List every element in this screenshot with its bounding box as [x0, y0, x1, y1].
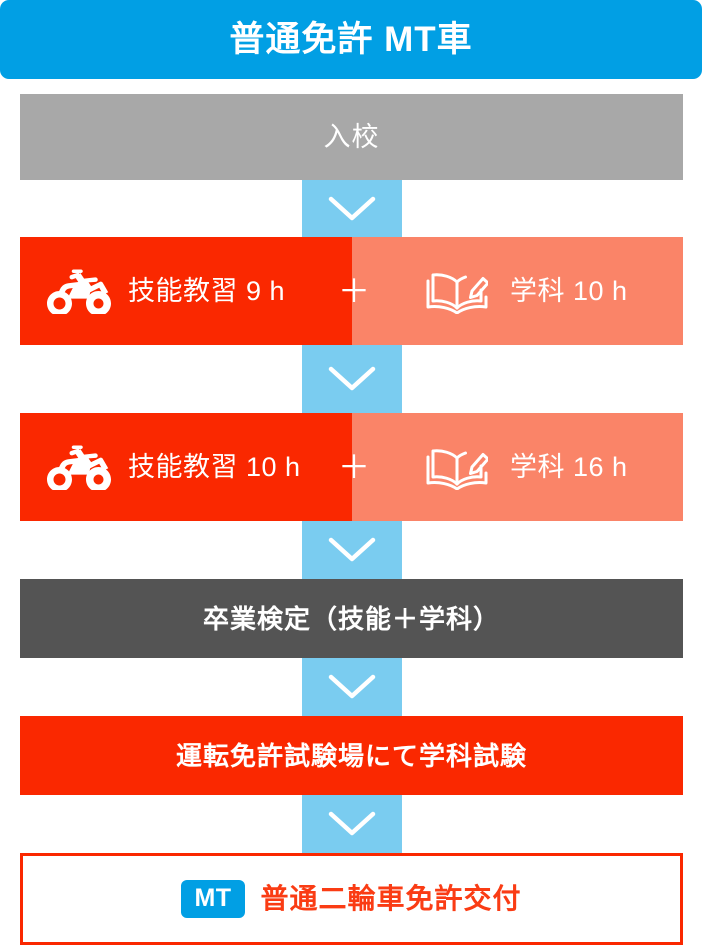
flowchart-header: 普通免許 MT車 [0, 0, 702, 79]
connector-arrow-5 [302, 795, 402, 853]
chevron-down-icon [328, 366, 376, 392]
lesson-stage-1-practical: 技能教習 9 h ＋ [20, 237, 370, 345]
lesson-stage-2-practical-label: 技能教習 10 h [128, 451, 301, 482]
lesson-stage-2-classroom: 学科 16 h [352, 413, 683, 521]
chevron-down-icon [328, 537, 376, 563]
page-title: 普通免許 MT車 [229, 20, 473, 59]
lesson-stage-1-practical-label: 技能教習 9 h [128, 275, 286, 306]
book-pencil-icon [426, 444, 488, 490]
chevron-down-icon [328, 811, 376, 837]
connector-arrow-4 [302, 658, 402, 716]
chevron-down-icon [328, 674, 376, 700]
connector-arrow-2 [302, 345, 402, 413]
lesson-stage-1-classroom-label: 学科 10 h [510, 275, 628, 306]
step-written-exam-label: 運転免許試験場にて学科試験 [175, 740, 527, 771]
step-written-exam: 運転免許試験場にて学科試験 [20, 716, 683, 795]
motorcycle-icon [46, 268, 112, 314]
lesson-stage-2-practical: 技能教習 10 h ＋ [20, 413, 370, 521]
plus-separator-2: ＋ [337, 449, 370, 485]
step-enroll: 入校 [20, 94, 683, 180]
plus-separator-1: ＋ [337, 273, 370, 309]
lesson-stage-2-classroom-label: 学科 16 h [510, 451, 628, 482]
mt-badge: MT [181, 880, 245, 918]
connector-arrow-3 [302, 521, 402, 579]
step-lesson-stage-1: 技能教習 9 h ＋ 学科 10 h [20, 237, 683, 345]
book-pencil-icon [426, 268, 488, 314]
chevron-down-icon [328, 196, 376, 222]
step-license-issued-label: 普通二輪車免許交付 [260, 883, 522, 914]
step-graduation-exam-label: 卒業検定（技能＋学科） [202, 603, 500, 634]
motorcycle-icon [46, 444, 112, 490]
step-lesson-stage-2: 技能教習 10 h ＋ 学科 16 h [20, 413, 683, 521]
step-graduation-exam: 卒業検定（技能＋学科） [20, 579, 683, 658]
step-license-issued: MT 普通二輪車免許交付 [20, 853, 683, 945]
lesson-stage-1-classroom: 学科 10 h [352, 237, 683, 345]
step-enroll-label: 入校 [323, 121, 380, 152]
connector-arrow-1 [302, 180, 402, 237]
